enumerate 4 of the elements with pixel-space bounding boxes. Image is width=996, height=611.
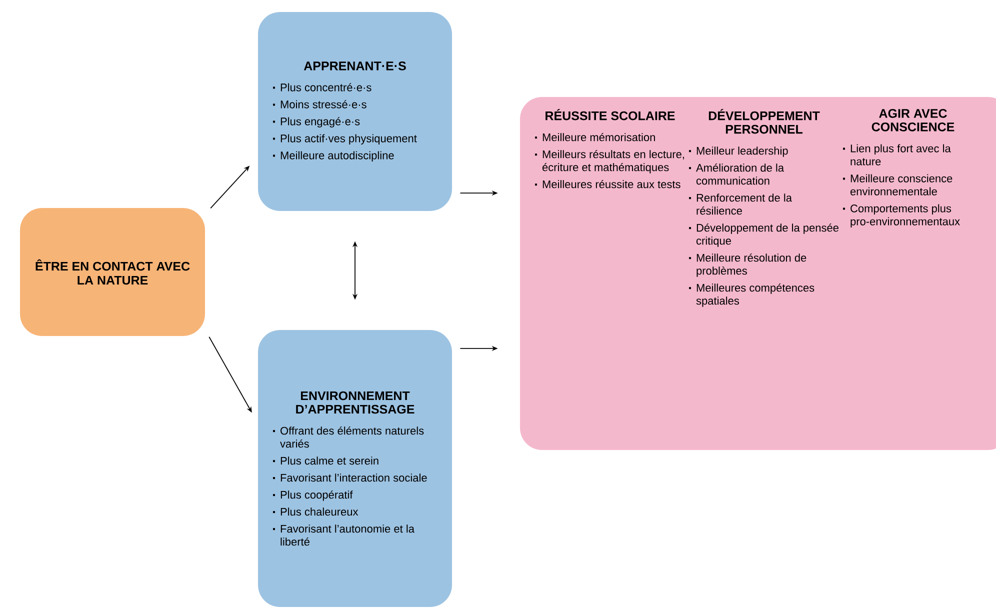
process-box: APPRENANT·E·S Plus concentré·e·s Moins stressé·e·s Plus engagé·e·s Plus actif·ves physiquement Meilleure autodiscipline bbox=[258, 12, 452, 211]
process-box: RÉUSSITE SCOLAIRE Meilleure mémorisation Meilleurs résultats en lecture, écriture et mathématiques Meilleures réussite aux tests DÉVELOPPEMENT PERSONNEL Meilleur leadership Amélioration de la communication Renforcement de la résilience Développement de la pensée critique Meilleure résolution de problèmes Meilleures compétences spatiales AGIR AVEC CONSCIENCE Lien plus fort avec la nature Meilleure conscience environnementale Comportements plus pro-environnementaux bbox=[520, 97, 996, 450]
process-box: ÊTRE EN CONTACT AVEC LA NATURE bbox=[20, 208, 205, 336]
process-box: ENVIRONNEMENT D’APPRENTISSAGE Offrant des éléments naturels variés Plus calme et serein Favorisant l’interaction sociale Plus coopératif Plus chaleureux Favorisant l’autonomie et la liberté bbox=[258, 330, 452, 607]
